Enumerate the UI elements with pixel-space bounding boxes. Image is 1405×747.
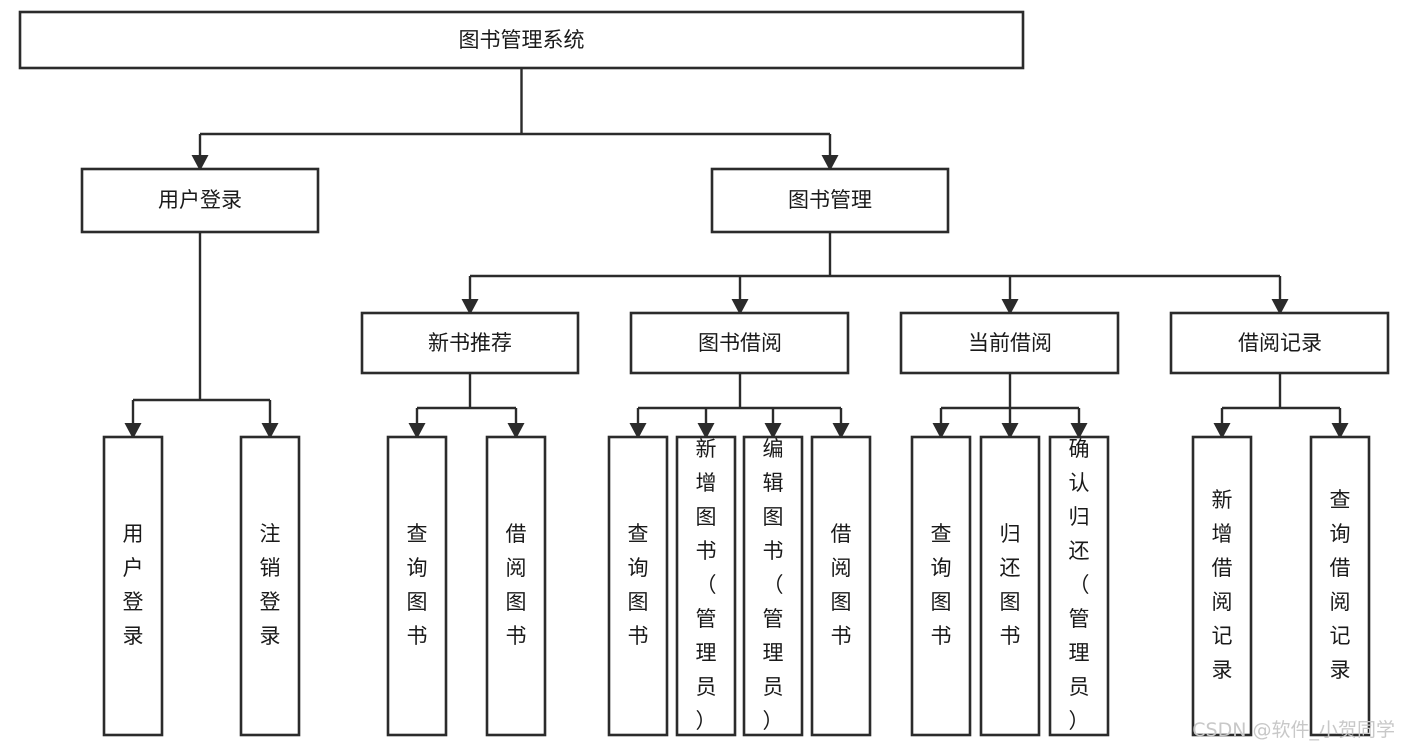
node-leaf-user-login[interactable]: 用户登录 [102,435,164,737]
node-leaf-query-record-box[interactable] [1309,435,1371,737]
node-new-book-recommend[interactable]: 新书推荐 [360,311,580,375]
node-leaf-edit-book-label: 编辑图书（管理员） [763,437,784,733]
node-leaf-query-book-1-box[interactable] [386,435,448,737]
node-leaf-borrow-book-2-box[interactable] [810,435,872,737]
node-leaf-add-record[interactable]: 新增借阅记录 [1191,435,1253,737]
node-leaf-return-book-label: 归还图书 [1000,522,1021,648]
node-book-borrow-label: 图书借阅 [698,331,782,355]
node-leaf-query-book-1[interactable]: 查询图书 [386,435,448,737]
node-leaf-add-record-label: 新增借阅记录 [1212,488,1233,682]
node-book-manage[interactable]: 图书管理 [710,167,950,234]
node-leaf-user-logout-label: 注销登录 [260,522,281,648]
node-new-book-recommend-label: 新书推荐 [428,331,512,355]
node-leaf-borrow-book-1-label: 借阅图书 [506,522,527,648]
node-borrow-record-label: 借阅记录 [1238,331,1322,355]
node-leaf-confirm-return-box[interactable] [1048,435,1110,737]
node-borrow-record[interactable]: 借阅记录 [1169,311,1390,375]
node-user-login-label: 用户登录 [158,188,242,212]
node-root-box[interactable] [18,10,1025,70]
node-leaf-query-book-3-label: 查询图书 [931,522,952,648]
node-leaf-borrow-book-2-label: 借阅图书 [831,522,852,648]
node-book-manage-label: 图书管理 [788,188,872,212]
node-book-borrow-box[interactable] [629,311,850,375]
node-leaf-borrow-book-1[interactable]: 借阅图书 [485,435,547,737]
node-current-borrow[interactable]: 当前借阅 [899,311,1120,375]
node-leaf-return-book[interactable]: 归还图书 [979,435,1041,737]
node-book-borrow[interactable]: 图书借阅 [629,311,850,375]
node-leaf-query-book-2-label: 查询图书 [628,522,649,648]
node-user-login-box[interactable] [80,167,320,234]
node-leaf-user-login-label: 用户登录 [123,522,144,648]
node-new-book-recommend-box[interactable] [360,311,580,375]
node-leaf-query-book-2-box[interactable] [607,435,669,737]
node-leaf-query-book-3-box[interactable] [910,435,972,737]
node-leaf-user-logout[interactable]: 注销登录 [239,435,301,737]
node-leaf-confirm-return-label: 确认归还（管理员） [1069,437,1090,733]
node-borrow-record-box[interactable] [1169,311,1390,375]
node-current-borrow-box[interactable] [899,311,1120,375]
node-current-borrow-label: 当前借阅 [968,331,1052,355]
node-user-login[interactable]: 用户登录 [80,167,320,234]
node-leaf-query-book-1-label: 查询图书 [407,522,428,648]
node-leaf-add-book-label: 新增图书（管理员） [696,437,717,733]
node-leaf-query-record[interactable]: 查询借阅记录 [1309,435,1371,737]
node-leaf-confirm-return[interactable]: 确认归还（管理员） [1048,435,1110,737]
node-leaf-borrow-book-1-box[interactable] [485,435,547,737]
node-leaf-query-record-label: 查询借阅记录 [1330,488,1351,682]
node-leaf-add-book[interactable]: 新增图书（管理员） [675,435,737,737]
node-leaf-borrow-book-2[interactable]: 借阅图书 [810,435,872,737]
node-leaf-user-login-box[interactable] [102,435,164,737]
node-leaf-query-book-3[interactable]: 查询图书 [910,435,972,737]
node-leaf-query-book-2[interactable]: 查询图书 [607,435,669,737]
node-root[interactable]: 图书管理系统 [18,10,1025,70]
node-leaf-edit-book[interactable]: 编辑图书（管理员） [742,435,804,737]
node-leaf-return-book-box[interactable] [979,435,1041,737]
node-root-label: 图书管理系统 [459,28,585,52]
node-leaf-edit-book-box[interactable] [742,435,804,737]
node-leaf-add-record-box[interactable] [1191,435,1253,737]
csdn-watermark: CSDN @软件_小贺同学 [1192,719,1395,741]
node-leaf-add-book-box[interactable] [675,435,737,737]
connector-layer [124,68,1349,439]
node-leaf-user-logout-box[interactable] [239,435,301,737]
node-book-manage-box[interactable] [710,167,950,234]
